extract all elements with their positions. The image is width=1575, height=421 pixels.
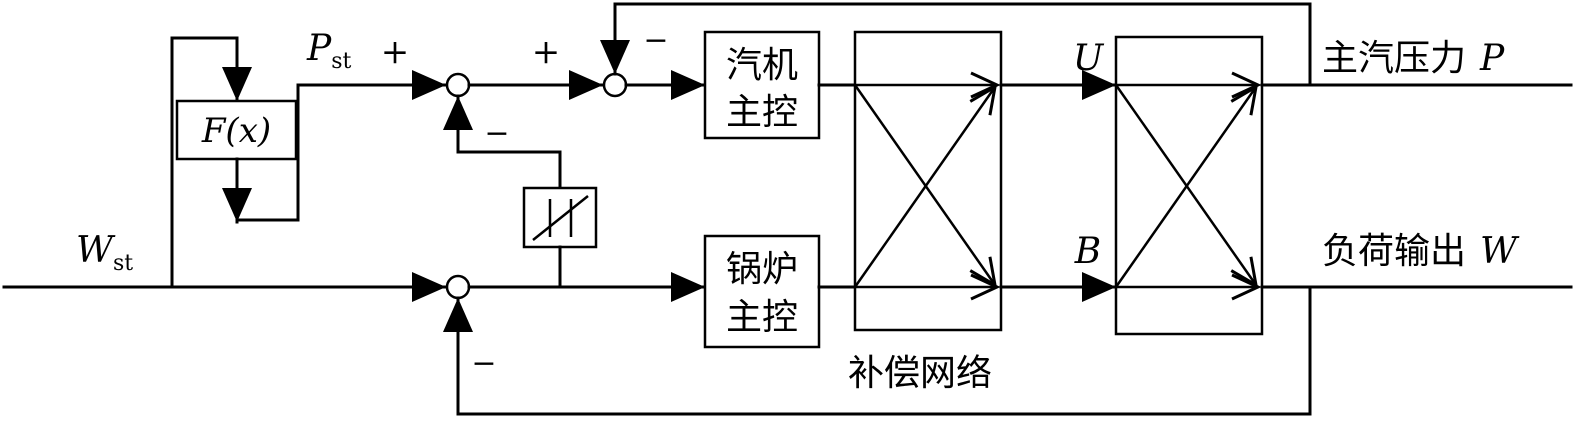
summing-junction-2 (602, 72, 628, 98)
turbine-master-line2: 主控 (726, 92, 798, 133)
sum2-minus-sign: − (643, 23, 668, 58)
pst-label: Pst (306, 28, 352, 74)
sum3-minus-sign: − (471, 346, 496, 381)
sum2-plus-sign: + (532, 32, 561, 72)
boiler-master-line2: 主控 (726, 297, 798, 338)
u-label: U (1073, 38, 1105, 79)
wst-branch-line (170, 36, 239, 289)
summing-junction-1 (445, 72, 471, 98)
deadband-diagonal (532, 195, 589, 241)
boiler-master-block (703, 234, 821, 349)
fx-label: F(x) (201, 111, 271, 151)
fx-block (175, 99, 298, 161)
b-label: B (1074, 231, 1101, 272)
boiler-master-line1: 锅炉 (726, 249, 798, 290)
compensation-network-label: 补偿网络 (848, 353, 992, 394)
sum1-minus-sign: − (484, 116, 509, 151)
plant-block (1114, 35, 1264, 336)
deadband-to-sum1-line (456, 150, 562, 190)
load-feedback-line (443, 285, 1312, 416)
summing-junction-3 (445, 274, 471, 300)
plant-cross-up (1114, 84, 1259, 288)
fx-return-line (235, 83, 300, 222)
turbine-master-block (703, 30, 821, 140)
turbine-master-line1: 汽机 (726, 45, 798, 86)
wst-label: Wst (76, 230, 133, 276)
comp-cross-up (853, 84, 998, 288)
pressure-feedback-line (600, 2, 1312, 87)
sum1-plus-sign: + (381, 32, 410, 72)
